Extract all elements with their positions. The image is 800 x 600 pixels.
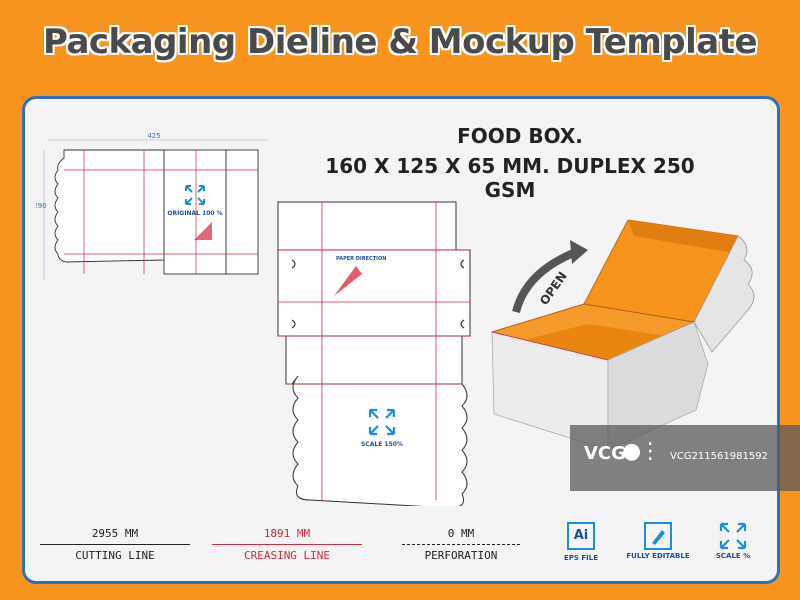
cutting-label: CUTTING LINE xyxy=(40,544,190,562)
cutting-value: 2955 MM xyxy=(91,527,139,540)
dim-height: 290 xyxy=(36,202,47,210)
product-heading: FOOD BOX. 160 X 125 X 65 MM. DUPLEX 250 … xyxy=(320,124,720,202)
perforation-value: 0 MM xyxy=(447,527,475,540)
scale-expand-icon xyxy=(368,408,396,436)
watermark: VCG ●⋮ VCG211561981592 xyxy=(570,425,800,491)
paper-direction-icon xyxy=(194,222,212,240)
perforation-label: PERFORATION xyxy=(402,544,520,562)
expand-icon xyxy=(185,185,205,205)
watermark-id: VCG211561981592 xyxy=(670,451,768,462)
eps-label: EPS FILE xyxy=(563,554,599,562)
edit-pen-icon xyxy=(644,522,672,550)
legend-cutting: 2955 MM CUTTING LINE xyxy=(40,527,190,562)
legend-perforation: 0 MM PERFORATION xyxy=(402,527,520,562)
editable-label: FULLY EDITABLE xyxy=(626,552,690,560)
heading-line-2: 160 X 125 X 65 MM. DUPLEX 250 GSM xyxy=(325,154,695,202)
open-arrow-icon xyxy=(570,240,588,264)
creasing-value: 1891 MM xyxy=(263,527,311,540)
dim-width: 425 xyxy=(147,132,160,140)
paper-direction-arrow-icon xyxy=(334,266,362,296)
feature-editable: FULLY EDITABLE xyxy=(618,522,698,560)
watermark-brand: VCG xyxy=(584,443,626,464)
legend-creasing: 1891 MM CREASING LINE xyxy=(212,527,362,562)
feature-eps: Ai EPS FILE xyxy=(556,522,606,562)
scale-icon xyxy=(719,522,747,550)
heading-line-1: FOOD BOX. xyxy=(457,124,583,148)
scale-label: SCALE 150% xyxy=(361,441,403,448)
watermark-logo-icon: ●⋮ xyxy=(622,439,661,464)
original-label: ORIGINAL 100 % xyxy=(167,210,222,217)
paper-direction-label: PAPER DIRECTION xyxy=(336,256,386,262)
small-dieline: 425 290 160 125 65 ORIGINAL 100 % xyxy=(36,132,268,280)
creasing-label: CREASING LINE xyxy=(212,544,362,562)
feature-scale: SCALE % xyxy=(708,522,758,560)
main-dieline: PAPER DIRECTION SCALE 150% xyxy=(277,201,471,506)
ai-file-icon: Ai xyxy=(567,522,595,550)
page-title: Packaging Dieline & Mockup Template xyxy=(42,22,758,62)
box-mockup: OPEN xyxy=(490,219,755,451)
scale-pct-label: SCALE % xyxy=(715,552,751,560)
